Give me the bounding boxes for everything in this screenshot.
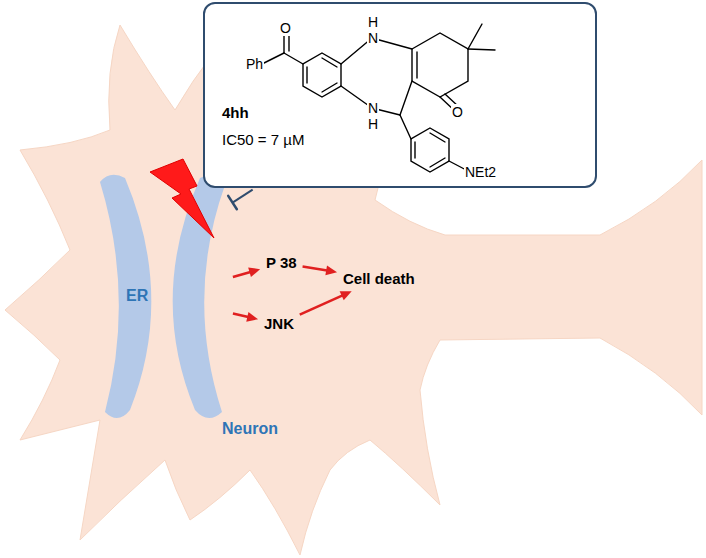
atom-label: O — [451, 104, 464, 120]
activation-arrow — [233, 267, 260, 277]
atom-label: N — [367, 30, 379, 46]
compound-box: 4hhIC50 = 7 µM — [203, 2, 597, 188]
er-shape — [95, 170, 230, 425]
ic50-value: IC50 = 7 µM — [222, 131, 304, 149]
compound-id: 4hh — [222, 104, 249, 122]
atom-label: Ph — [245, 56, 264, 72]
kinase-label: P 38 — [266, 254, 297, 272]
atom-label: H — [367, 14, 379, 30]
kinase-label: P 38 — [263, 252, 300, 274]
er-organelle: ER — [95, 170, 230, 425]
activation-arrow — [233, 312, 258, 322]
kinase-label: JNK — [264, 315, 294, 333]
activation-arrow — [303, 265, 337, 275]
molecule-structure — [205, 4, 599, 190]
outcome-label: Cell death — [343, 270, 415, 288]
atom-label: O — [279, 20, 292, 36]
outcome-label: Cell death — [340, 268, 418, 290]
atom-label: H — [367, 116, 379, 132]
activation-arrow — [300, 291, 352, 314]
atom-label: N — [367, 100, 379, 116]
atom-label: NEt2 — [464, 164, 497, 180]
inhibition-line — [228, 190, 252, 210]
neuron-label: Neuron — [222, 420, 278, 438]
kinase-label: JNK — [261, 313, 297, 335]
er-label: ER — [126, 287, 148, 305]
